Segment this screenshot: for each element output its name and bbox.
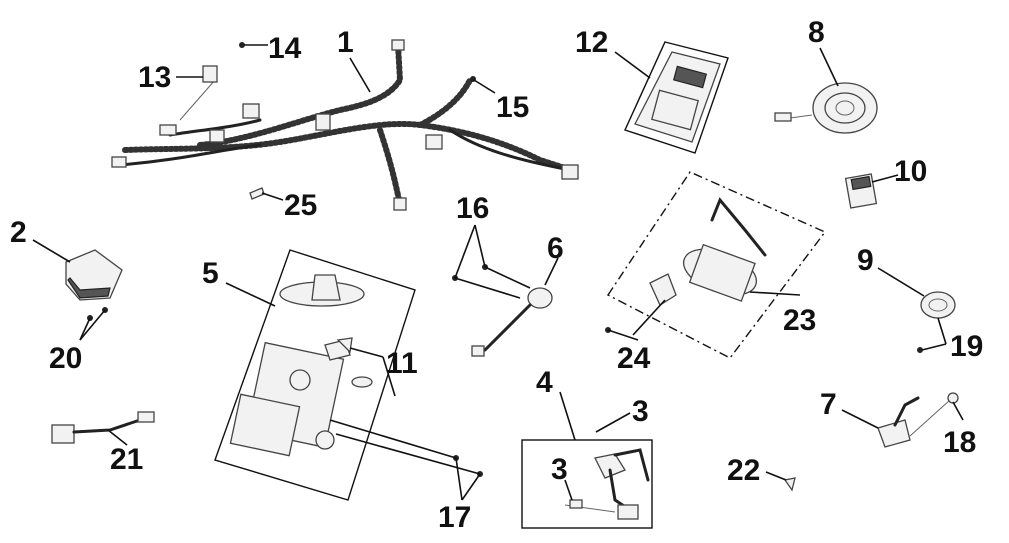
callout-5: 5	[202, 257, 219, 290]
wiring-harness-icon	[111, 39, 579, 211]
callout-21: 21	[110, 443, 143, 476]
callout-10: 10	[894, 155, 927, 188]
screw-icon	[783, 477, 796, 492]
leader-lines	[32, 44, 964, 501]
callout-7: 7	[820, 388, 837, 421]
speed-sensor-icon	[877, 392, 959, 448]
callout-6: 6	[547, 232, 564, 265]
sensor-icon	[452, 264, 553, 357]
callout-16: 16	[456, 192, 489, 225]
fuel-pump-icon	[606, 171, 827, 359]
connector-cable-icon	[51, 411, 155, 444]
callout-24: 24	[617, 342, 651, 375]
callout-4: 4	[536, 366, 553, 399]
horn-icon	[774, 82, 878, 134]
callout-2: 2	[10, 216, 27, 249]
callout-20: 20	[49, 342, 82, 375]
callout-17: 17	[438, 501, 471, 534]
callout-12: 12	[575, 26, 608, 59]
regulator-icon	[65, 249, 123, 321]
callout-1: 1	[337, 26, 354, 59]
callout-23: 23	[783, 304, 816, 337]
callout-25: 25	[284, 189, 317, 222]
callout-14: 14	[268, 32, 302, 65]
callout-3b: 3	[551, 453, 568, 486]
callout-9: 9	[857, 244, 874, 277]
callout-22: 22	[727, 454, 760, 487]
callout-3: 3	[632, 395, 649, 428]
callout-11: 11	[386, 347, 418, 380]
switch-icon	[521, 439, 653, 529]
callout-19: 19	[950, 330, 983, 363]
ignition-switch-icon	[214, 249, 416, 501]
callout-13: 13	[138, 61, 171, 94]
relay-icon	[844, 173, 878, 209]
callout-labels: 1 2 3 3 4 5 6 7 8 9 10 11 12 13 14 15 16…	[10, 16, 983, 534]
clip-icon	[202, 42, 245, 83]
callout-15: 15	[496, 91, 529, 124]
callout-8: 8	[808, 16, 825, 49]
callout-18: 18	[943, 426, 976, 459]
card-icon	[624, 41, 729, 154]
